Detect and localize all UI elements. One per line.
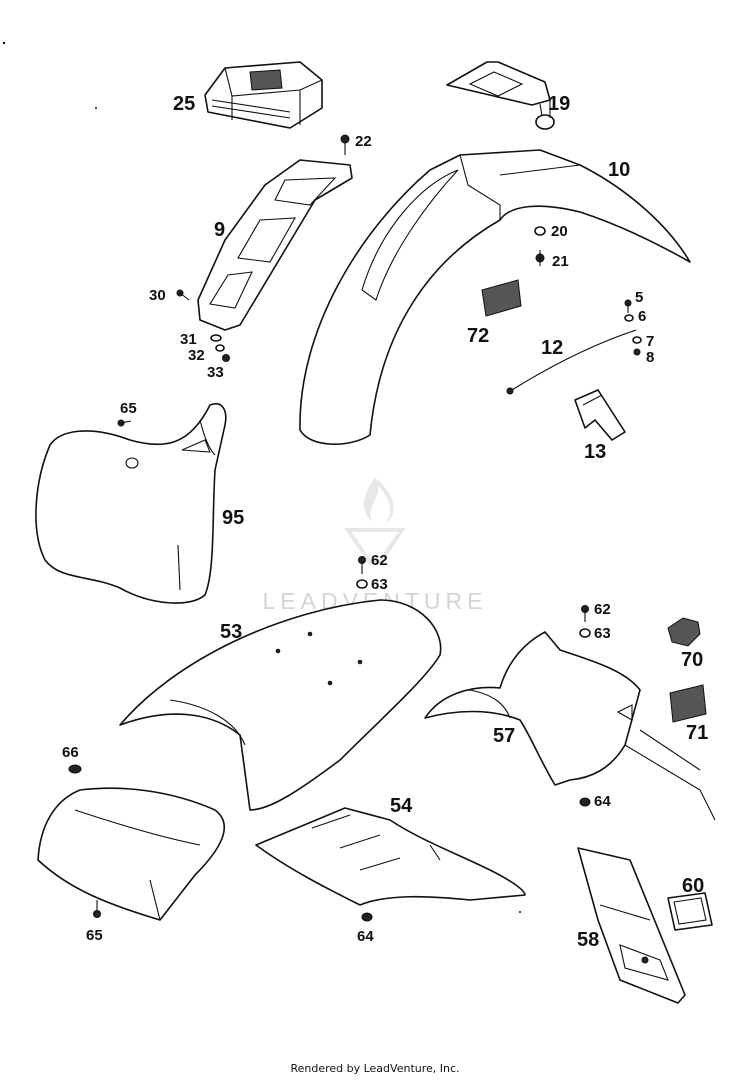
part-7-washer xyxy=(632,336,642,344)
stray-dot xyxy=(519,911,521,913)
label-32: 32 xyxy=(188,347,205,364)
label-58: 58 xyxy=(577,929,599,951)
label-64-right: 64 xyxy=(594,793,611,810)
label-6: 6 xyxy=(638,308,646,325)
label-66: 66 xyxy=(62,744,79,761)
part-33-nut xyxy=(222,354,230,362)
label-63-right: 63 xyxy=(594,625,611,642)
part-53-rear-fender xyxy=(119,599,442,811)
part-65-screw-lower xyxy=(93,900,101,918)
part-65-screw-upper xyxy=(117,419,132,427)
part-30-screw xyxy=(176,289,190,301)
part-22-screw xyxy=(340,134,350,155)
part-6-washer xyxy=(624,314,634,322)
label-22: 22 xyxy=(355,133,372,150)
label-10: 10 xyxy=(608,159,630,181)
label-19: 19 xyxy=(548,93,570,115)
part-25-block xyxy=(204,61,323,129)
label-70: 70 xyxy=(681,649,703,671)
watermark-flame-logo xyxy=(344,478,406,564)
label-12: 12 xyxy=(541,337,563,359)
label-5: 5 xyxy=(635,289,643,306)
part-64-nut-lower xyxy=(361,912,373,922)
label-54: 54 xyxy=(390,795,413,817)
part-95-number-plate xyxy=(35,403,227,604)
label-20: 20 xyxy=(551,223,568,240)
label-60: 60 xyxy=(682,875,704,897)
part-20-nut xyxy=(534,226,546,236)
label-30: 30 xyxy=(149,287,166,304)
label-72: 72 xyxy=(467,325,489,347)
part-10-front-fender xyxy=(299,149,691,445)
label-95: 95 xyxy=(222,507,244,529)
label-9: 9 xyxy=(214,219,225,241)
label-53: 53 xyxy=(220,621,242,643)
part-62-screw-b xyxy=(581,605,589,622)
part-21-screw xyxy=(535,250,545,266)
part-31-washer xyxy=(210,334,222,342)
part-60-gasket xyxy=(667,892,713,931)
part-64-nut-right xyxy=(579,797,591,807)
part-72-reflector xyxy=(481,279,522,317)
part-57-side-fender xyxy=(424,631,716,821)
footer-credit: Rendered by LeadVenture, Inc. xyxy=(290,1062,460,1075)
part-9-bracket xyxy=(197,159,353,331)
part-70-cap xyxy=(667,617,701,647)
label-64-lower: 64 xyxy=(357,928,374,945)
label-7: 7 xyxy=(646,333,654,350)
stray-dot xyxy=(2,41,6,45)
part-63-washer-b xyxy=(579,628,591,638)
label-65-lower: 65 xyxy=(86,927,103,944)
part-66-nut xyxy=(68,764,82,774)
stray-dot xyxy=(95,107,97,109)
part-71-reflector xyxy=(669,684,707,723)
part-54-mud-guard xyxy=(255,807,526,906)
label-8: 8 xyxy=(646,349,654,366)
part-19-bracket xyxy=(446,61,555,130)
label-25: 25 xyxy=(173,93,195,115)
part-32-washer xyxy=(215,344,225,352)
label-21: 21 xyxy=(552,253,569,270)
part-53-rear-flap xyxy=(37,787,226,921)
label-13: 13 xyxy=(584,441,606,463)
part-63-washer-a xyxy=(356,579,368,589)
part-12-cable xyxy=(506,329,637,395)
part-13-clip xyxy=(574,389,626,441)
label-71: 71 xyxy=(686,722,708,744)
part-58-plate-holder xyxy=(577,847,686,1004)
part-5-screw xyxy=(624,299,632,313)
label-57: 57 xyxy=(493,725,515,747)
label-63-upper: 63 xyxy=(371,576,388,593)
label-33: 33 xyxy=(207,364,224,381)
part-8-nut xyxy=(633,348,641,356)
label-62-right: 62 xyxy=(594,601,611,618)
label-62-upper: 62 xyxy=(371,552,388,569)
part-62-screw-a xyxy=(358,556,366,574)
label-65-upper: 65 xyxy=(120,400,137,417)
label-31: 31 xyxy=(180,331,197,348)
